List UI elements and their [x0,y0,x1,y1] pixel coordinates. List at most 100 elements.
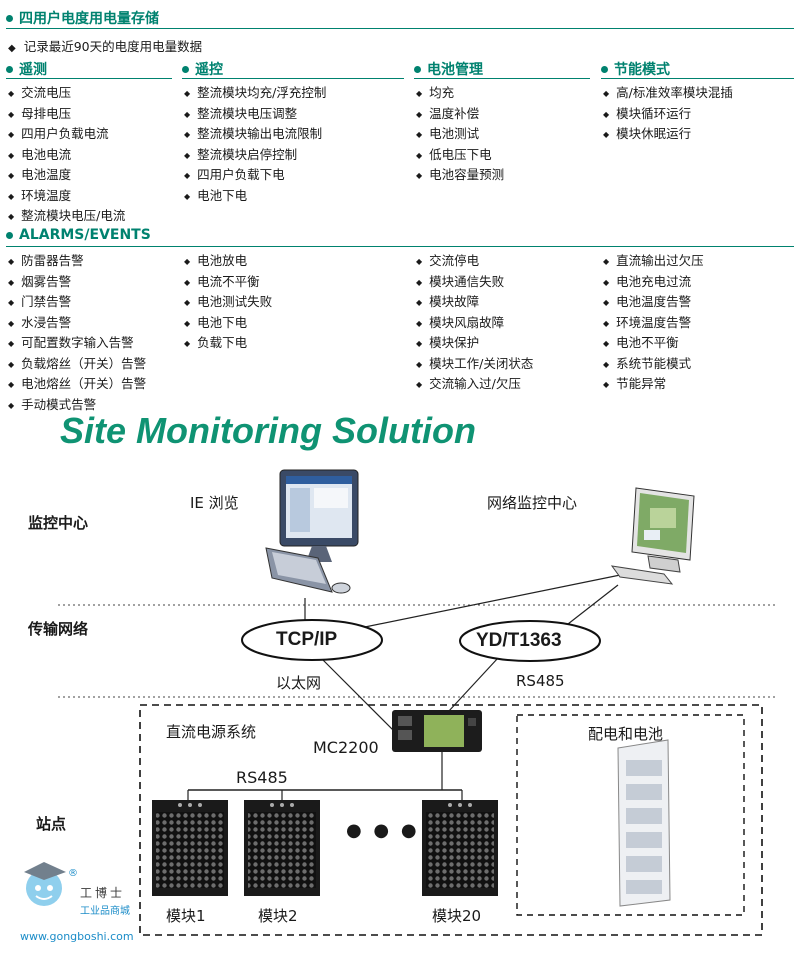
remote-measure-list: 交流电压 母排电压 四用户负载电流 电池电流 电池温度 环境温度 整流模块电压/… [8,84,125,228]
list-item: 负载熔丝（开关）告警 [8,355,146,376]
list-item: 节能异常 [603,375,704,396]
list-item: 交流输入过/欠压 [416,375,533,396]
section-rule [6,28,794,29]
list-item: 交流停电 [416,252,533,273]
list-item: 防雷器告警 [8,252,146,273]
rs485-right-label: RS485 [516,672,565,690]
ydt-label: YD/T1363 [476,630,562,651]
alarms-col-3: 交流停电 模块通信失败 模块故障 模块风扇故障 模块保护 模块工作/关闭状态 交… [416,252,533,396]
list-item: 电池温度告警 [603,293,704,314]
list-item: 四用户负载下电 [184,166,326,187]
list-item: 电池测试失败 [184,293,272,314]
alarms-col-2: 电池放电 电流不平衡 电池测试失败 电池下电 负载下电 [184,252,272,355]
link-line [359,572,631,629]
list-item: 电流不平衡 [184,273,272,294]
battery-boundary-box [516,714,745,916]
section-rule [182,78,404,79]
diagram-title: Site Monitoring Solution [60,410,476,451]
list-item: 整流模块电压调整 [184,105,326,126]
watermark-brand: 工博士 [80,886,126,900]
rectifier-module-2 [244,800,320,896]
registered-mark: ® [68,868,78,879]
list-item: 直流输出过欠压 [603,252,704,273]
diamond-icon: ◆ [8,43,16,54]
section-rule [6,246,794,247]
link-line [447,657,499,713]
dist-battery-label: 配电和电池 [588,725,664,743]
rs485-bus-label: RS485 [236,768,288,787]
alarms-col-4: 直流输出过欠压 电池充电过流 电池温度告警 环境温度告警 电池不平衡 系统节能模… [603,252,704,396]
list-item: 系统节能模式 [603,355,704,376]
list-item: 整流模块电压/电流 [8,207,125,228]
alarms-title: ALARMS/EVENTS [6,227,151,243]
list-item: 模块休眠运行 [603,125,733,146]
list-item: 烟雾告警 [8,273,146,294]
ellipsis-dots: ● ● ● [346,820,420,841]
list-item: 电池充电过流 [603,273,704,294]
ie-browsing-label: IE 浏览 [190,494,239,512]
bullet-dot-icon [6,231,13,239]
list-item: 模块工作/关闭状态 [416,355,533,376]
list-item: 电池下电 [184,187,326,208]
module-2-label: 模块2 [258,907,298,925]
list-item: 电池温度 [8,166,125,187]
module-1-label: 模块1 [166,907,206,925]
module-20-label: 模块20 [432,907,482,925]
energy-mode-list: 高/标准效率模块混插 模块循环运行 模块休眠运行 [603,84,733,146]
list-item: 模块故障 [416,293,533,314]
list-item: 电池下电 [184,314,272,335]
list-item: 整流模块均充/浮充控制 [184,84,326,105]
list-item: 低电压下电 [416,146,504,167]
list-item: 母排电压 [8,105,125,126]
list-item: 负载下电 [184,334,272,355]
section-rule [601,78,794,79]
list-item: 环境温度 [8,187,125,208]
list-item: 手动模式告警 [8,396,146,417]
controller-label: MC2200 [313,738,379,757]
section-rule [6,78,172,79]
remote-control-list: 整流模块均充/浮充控制 整流模块电压调整 整流模块输出电流限制 整流模块启停控制… [184,84,326,207]
list-item: 电池容量预测 [416,166,504,187]
list-item: 温度补偿 [416,105,504,126]
remote-measure-title: 遥测 [6,59,47,79]
row-label-monitor-center: 监控中心 [28,514,89,532]
watermark-url: www.gongboshi.com [20,930,134,943]
tcpip-label: TCP/IP [276,629,338,650]
energy-mode-title: 节能模式 [601,59,670,79]
remote-control-title: 遥控 [182,59,223,79]
battery-mgmt-title: 电池管理 [414,59,483,79]
battery-mgmt-list: 均充 温度补偿 电池测试 低电压下电 电池容量预测 [416,84,504,187]
watermark-mascot-icon [24,862,66,906]
list-item: 门禁告警 [8,293,146,314]
link-line [317,654,399,736]
energy-storage-note: ◆记录最近90天的电度用电量数据 [8,39,203,54]
list-item: 交流电压 [8,84,125,105]
list-item: 整流模块启停控制 [184,146,326,167]
monitoring-computer-icon [610,487,695,585]
list-item: 整流模块输出电流限制 [184,125,326,146]
list-item: 均充 [416,84,504,105]
bullet-dot-icon [182,65,189,73]
list-item: 电池放电 [184,252,272,273]
list-item: 模块通信失败 [416,273,533,294]
section-energy-storage-title: 四用户电度用电量存储 [6,8,159,28]
list-item: 水浸告警 [8,314,146,335]
bullet-dot-icon [6,65,13,73]
list-item: 电池熔丝（开关）告警 [8,375,146,396]
bullet-dot-icon [414,65,421,73]
list-item: 四用户负载电流 [8,125,125,146]
section-rule [414,78,590,79]
list-item: 环境温度告警 [603,314,704,335]
alarms-col-1: 防雷器告警 烟雾告警 门禁告警 水浸告警 可配置数字输入告警 负载熔丝（开关）告… [8,252,146,416]
list-item: 模块风扇故障 [416,314,533,335]
desktop-computer-icon [265,469,359,594]
row-label-network: 传输网络 [28,620,89,638]
list-item: 电池测试 [416,125,504,146]
rectifier-module-1 [152,800,228,896]
dc-system-label: 直流电源系统 [166,723,257,741]
ethernet-label: 以太网 [276,674,322,692]
controller-unit-icon [392,710,482,752]
list-item: 模块循环运行 [603,105,733,126]
watermark-subtitle: 工业品商城 [80,906,130,917]
battery-cabinet-icon [617,739,671,907]
